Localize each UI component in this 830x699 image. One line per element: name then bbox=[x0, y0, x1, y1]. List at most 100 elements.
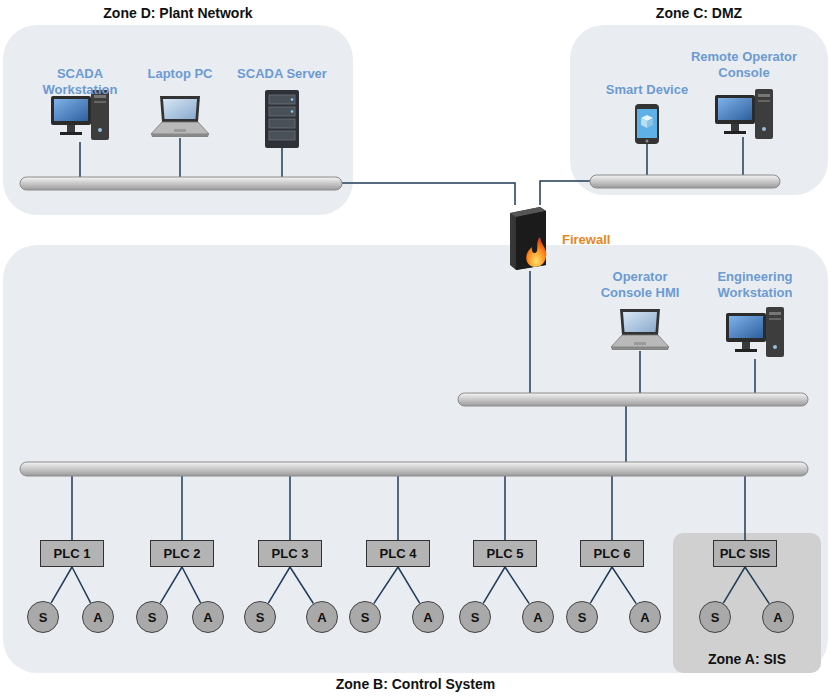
drop-line bbox=[754, 359, 756, 393]
edge-layer bbox=[51, 181, 769, 604]
drop-line bbox=[71, 476, 73, 540]
io-label: S bbox=[471, 610, 480, 625]
firewall-icon bbox=[500, 205, 556, 275]
drop-line bbox=[744, 476, 746, 540]
buses bbox=[20, 175, 808, 476]
connector bbox=[398, 567, 420, 603]
drop-line bbox=[397, 476, 399, 540]
drop-line bbox=[181, 476, 183, 540]
connector bbox=[612, 567, 636, 604]
io-label: A bbox=[773, 610, 782, 625]
connector bbox=[745, 567, 769, 604]
drop-line bbox=[504, 476, 506, 540]
device-label: Remote Operator Console bbox=[688, 49, 800, 81]
io-circle: A bbox=[412, 601, 444, 633]
plc-box: PLC 3 bbox=[258, 540, 322, 567]
connector bbox=[374, 567, 398, 604]
io-circle: A bbox=[82, 601, 114, 633]
bus-link bbox=[625, 406, 627, 462]
sis-zone: Zone A: SIS PLC SIS S A bbox=[673, 533, 821, 673]
plc-box: PLC 4 bbox=[366, 540, 430, 567]
io-circle: S bbox=[27, 601, 59, 633]
device-label: SCADA Server bbox=[232, 66, 332, 82]
connector bbox=[290, 567, 313, 604]
io-circle: S bbox=[136, 601, 168, 633]
io-label: A bbox=[93, 610, 102, 625]
network-device: Remote Operator Console bbox=[688, 49, 800, 137]
plc-label: PLC SIS bbox=[720, 546, 771, 561]
device-label: SCADA Workstation bbox=[20, 66, 140, 98]
network-bus bbox=[590, 175, 780, 188]
zone-title: Zone A: SIS bbox=[708, 651, 786, 667]
device-icon bbox=[264, 90, 300, 152]
io-label: S bbox=[711, 610, 720, 625]
device-icon bbox=[725, 307, 785, 363]
connector bbox=[51, 567, 72, 603]
io-label: S bbox=[148, 610, 157, 625]
device-icon bbox=[610, 307, 670, 355]
plc-box: PLC 5 bbox=[473, 540, 537, 567]
device-label: Operator Console HMI bbox=[595, 269, 685, 301]
drop-line bbox=[289, 476, 291, 540]
io-label: S bbox=[578, 610, 587, 625]
io-label: S bbox=[256, 610, 265, 625]
device-icon bbox=[150, 94, 210, 142]
plc-label: PLC 3 bbox=[272, 546, 309, 561]
network-device: Smart Device bbox=[597, 82, 697, 144]
plc-label: PLC 2 bbox=[164, 546, 201, 561]
device-icon bbox=[634, 104, 660, 148]
plc-box: PLC SIS bbox=[713, 540, 777, 567]
drop-lines bbox=[72, 137, 755, 540]
drop-line bbox=[529, 271, 531, 393]
plc-label: PLC 1 bbox=[54, 546, 91, 561]
io-circle: A bbox=[629, 601, 661, 633]
io-circle: A bbox=[192, 601, 224, 633]
io-label: S bbox=[39, 610, 48, 625]
bus-tap bbox=[570, 180, 590, 182]
network-device: SCADA Server bbox=[232, 66, 332, 148]
connector bbox=[160, 567, 182, 603]
zone-title: Zone B: Control System bbox=[336, 676, 495, 692]
drop-line bbox=[179, 138, 181, 177]
device-icon bbox=[50, 90, 110, 146]
drop-line bbox=[742, 137, 744, 175]
network-device: Laptop PC bbox=[130, 66, 230, 144]
io-circle: A bbox=[306, 601, 338, 633]
io-circle: S bbox=[699, 601, 731, 633]
zone-title: Zone C: DMZ bbox=[656, 5, 742, 21]
bus-tap bbox=[342, 182, 353, 184]
connector bbox=[182, 567, 201, 603]
io-circle: S bbox=[459, 601, 491, 633]
drop-line bbox=[79, 142, 81, 177]
network-device: SCADA Workstation bbox=[20, 66, 140, 148]
device-label: Laptop PC bbox=[130, 66, 230, 82]
drop-line bbox=[646, 144, 648, 175]
connector bbox=[540, 181, 570, 205]
network-device: Operator Console HMI bbox=[595, 269, 685, 351]
connector bbox=[353, 183, 515, 205]
network-bus bbox=[20, 462, 808, 476]
io-label: A bbox=[423, 610, 432, 625]
network-zone: Zone C: DMZSmart DeviceRemote Operator C… bbox=[570, 25, 828, 195]
firewall-label: Firewall bbox=[562, 232, 610, 248]
connector bbox=[268, 567, 290, 603]
network-bus bbox=[458, 393, 808, 406]
io-circle: S bbox=[566, 601, 598, 633]
firewall: Firewall bbox=[500, 205, 620, 271]
io-label: A bbox=[533, 610, 542, 625]
network-zone: Zone B: Control SystemOperator Console H… bbox=[3, 245, 828, 673]
io-circle: A bbox=[522, 601, 554, 633]
drop-line bbox=[281, 148, 283, 177]
network-bus bbox=[20, 177, 342, 190]
connector bbox=[505, 567, 529, 604]
connector bbox=[72, 567, 91, 603]
plc-label: PLC 6 bbox=[594, 546, 631, 561]
connector bbox=[483, 567, 505, 603]
zone-title: Zone D: Plant Network bbox=[103, 5, 252, 21]
io-circle: S bbox=[349, 601, 381, 633]
connector bbox=[590, 567, 612, 603]
io-circle: S bbox=[244, 601, 276, 633]
drop-line bbox=[639, 351, 641, 393]
